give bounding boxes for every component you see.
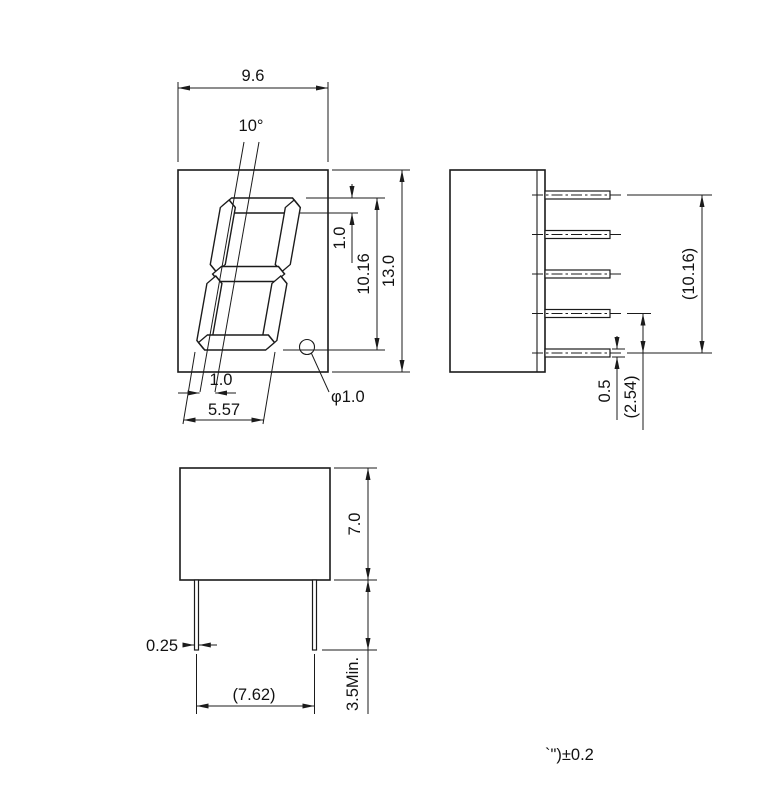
bottom-package-outline	[179, 467, 331, 581]
bottom-lead-width-dimension: 0.25	[146, 637, 217, 655]
bottom-lead-left	[193, 579, 200, 651]
dim-overall-width: 9.6	[242, 67, 265, 85]
bottom-lead-right	[311, 579, 318, 651]
dim-lead-row-spacing: (7.62)	[232, 686, 275, 704]
front-width-dimension: 9.6	[177, 67, 329, 162]
dim-package-depth: 7.0	[346, 513, 364, 536]
dim-lead-width: 0.25	[146, 637, 178, 655]
front-view: 9.6 φ1.0 10° 1.0	[177, 67, 410, 425]
dim-lead-length: 3.5Min.	[344, 657, 362, 711]
segment-d	[197, 334, 276, 351]
side-lead-pitch-dimension: (2.54)	[622, 313, 651, 430]
dim-segment-width-bottom: 1.0	[210, 371, 233, 389]
dim-overall-height: 13.0	[380, 255, 398, 287]
dim-digit-width: 5.57	[208, 401, 240, 419]
decimal-point	[298, 338, 316, 356]
front-right-dimensions: 1.0 10.16 13.0	[283, 169, 410, 373]
bottom-lead-spacing-dimension: (7.62)	[196, 654, 315, 714]
bottom-view: 7.0 3.5Min. 0.25 (7.62)	[146, 467, 377, 714]
dim-digit-tilt: 10°	[239, 117, 264, 135]
front-seg-width-dimension: 1.0	[178, 371, 236, 396]
front-digit-width-dimension: 5.57	[182, 351, 276, 425]
front-package-outline	[177, 169, 329, 373]
side-lead-thickness-dimension: 0.5	[596, 336, 625, 420]
tilt-angle-annotation: 10°	[199, 117, 264, 393]
dim-lead-thickness: 0.5	[596, 380, 614, 403]
side-lead-span-dimension: (10.16)	[627, 194, 712, 354]
dim-digit-height: 10.16	[355, 253, 373, 294]
bottom-lead-length-dimension: 3.5Min.	[322, 580, 377, 714]
dim-lead-pitch: (2.54)	[622, 375, 640, 418]
bottom-depth-dimension: 7.0	[334, 467, 377, 581]
side-package-outline	[449, 169, 546, 373]
dim-lead-span: (10.16)	[680, 248, 698, 300]
tolerance-note: `")±0.2	[545, 746, 594, 764]
side-view: (10.16) 0.5 (2.54)	[449, 169, 712, 430]
dim-segment-width-top: 1.0	[331, 227, 349, 250]
seven-segment-digit	[196, 197, 302, 351]
dp-leader-line	[311, 353, 330, 393]
dim-dp-diameter: φ1.0	[331, 388, 365, 406]
side-leads	[532, 190, 622, 358]
segment-g	[211, 265, 286, 283]
